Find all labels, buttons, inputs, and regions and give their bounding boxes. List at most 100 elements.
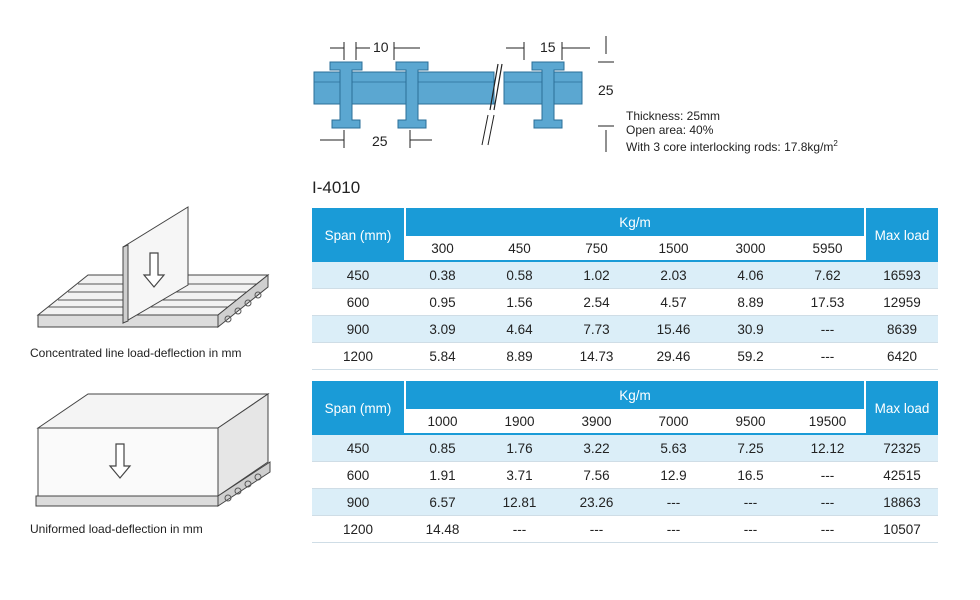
- value-cell: 1.76: [481, 435, 558, 462]
- span-cell: 1200: [312, 343, 404, 370]
- span-cell: 450: [312, 435, 404, 462]
- value-cell: ---: [481, 516, 558, 543]
- max-load-header: Max load: [866, 208, 938, 262]
- value-cell: 7.56: [558, 462, 635, 489]
- value-cell: 1.56: [481, 289, 558, 316]
- max-load-cell: 6420: [866, 343, 938, 370]
- value-cell: 12.81: [481, 489, 558, 516]
- dim-bottom: 25: [372, 133, 388, 149]
- value-cell: 4.64: [481, 316, 558, 343]
- dim-top-right: 15: [540, 39, 556, 55]
- uniform-load-illustration: [35, 393, 271, 507]
- kgm-column-header: 19500: [789, 409, 866, 435]
- value-cell: 1.91: [404, 462, 481, 489]
- line-load-arrow-icon: [142, 252, 166, 288]
- max-load-cell: 72325: [866, 435, 938, 462]
- value-cell: 6.57: [404, 489, 481, 516]
- i-profile-3: [531, 61, 565, 129]
- value-cell: ---: [789, 516, 866, 543]
- i-profile-1: [329, 61, 363, 129]
- rods-superscript: 2: [833, 139, 838, 148]
- open-area-label: Open area: 40%: [626, 123, 714, 137]
- value-cell: ---: [558, 516, 635, 543]
- value-cell: 3.71: [481, 462, 558, 489]
- span-cell: 900: [312, 489, 404, 516]
- kgm-column-header: 1900: [481, 409, 558, 435]
- value-cell: 0.85: [404, 435, 481, 462]
- value-cell: ---: [789, 316, 866, 343]
- value-cell: ---: [789, 489, 866, 516]
- max-load-cell: 8639: [866, 316, 938, 343]
- value-cell: 1.02: [558, 262, 635, 289]
- dim-top-right-lines: [506, 42, 590, 60]
- value-cell: 29.46: [635, 343, 712, 370]
- span-header: Span (mm): [312, 208, 404, 262]
- value-cell: 59.2: [712, 343, 789, 370]
- value-cell: 12.12: [789, 435, 866, 462]
- value-cell: 7.25: [712, 435, 789, 462]
- dim-top-left-lines: [330, 42, 420, 60]
- kgm-column-header: 9500: [712, 409, 789, 435]
- value-cell: 7.73: [558, 316, 635, 343]
- value-cell: 14.73: [558, 343, 635, 370]
- dim-height: 25: [598, 82, 614, 98]
- kgm-group-header: Kg/m: [404, 381, 866, 409]
- uniform-load-table: Span (mm) Kg/m Max load 1000 1900 3900 7…: [312, 381, 938, 543]
- value-cell: 4.06: [712, 262, 789, 289]
- value-cell: 0.38: [404, 262, 481, 289]
- kgm-group-header: Kg/m: [404, 208, 866, 236]
- value-cell: ---: [635, 516, 712, 543]
- value-cell: 5.84: [404, 343, 481, 370]
- value-cell: 3.09: [404, 316, 481, 343]
- dim-height-lines: [598, 36, 614, 152]
- kgm-column-header: 3900: [558, 409, 635, 435]
- table-row: 450 0.38 0.58 1.02 2.03 4.06 7.62 16593: [312, 262, 938, 289]
- kgm-column-header: 5950: [789, 236, 866, 262]
- value-cell: 3.22: [558, 435, 635, 462]
- span-cell: 450: [312, 262, 404, 289]
- max-load-cell: 16593: [866, 262, 938, 289]
- span-cell: 1200: [312, 516, 404, 543]
- table-row: 600 0.95 1.56 2.54 4.57 8.89 17.53 12959: [312, 289, 938, 316]
- model-label: I-4010: [312, 178, 361, 197]
- value-cell: 5.63: [635, 435, 712, 462]
- dim-top-left: 10: [373, 39, 389, 55]
- value-cell: 8.89: [481, 343, 558, 370]
- thickness-label: Thickness: 25mm: [626, 109, 721, 123]
- table-row: 900 3.09 4.64 7.73 15.46 30.9 --- 8639: [312, 316, 938, 343]
- span-cell: 600: [312, 462, 404, 489]
- span-cell: 900: [312, 316, 404, 343]
- value-cell: ---: [712, 516, 789, 543]
- kgm-column-header: 300: [404, 236, 481, 262]
- break-mark: [489, 63, 503, 111]
- value-cell: 16.5: [712, 462, 789, 489]
- table-row: 600 1.91 3.71 7.56 12.9 16.5 --- 42515: [312, 462, 938, 489]
- i-profile-2: [395, 61, 429, 129]
- line-load-caption: Concentrated line load-deflection in mm: [30, 346, 242, 360]
- kgm-column-header: 7000: [635, 409, 712, 435]
- value-cell: 0.95: [404, 289, 481, 316]
- kgm-column-header: 1500: [635, 236, 712, 262]
- kgm-column-header: 1000: [404, 409, 481, 435]
- cross-section-diagram: [313, 36, 614, 152]
- uniform-load-arrow-icon: [108, 443, 132, 479]
- value-cell: ---: [789, 462, 866, 489]
- value-cell: 8.89: [712, 289, 789, 316]
- value-cell: 15.46: [635, 316, 712, 343]
- max-load-cell: 10507: [866, 516, 938, 543]
- value-cell: 7.62: [789, 262, 866, 289]
- max-load-cell: 18863: [866, 489, 938, 516]
- value-cell: 0.58: [481, 262, 558, 289]
- max-load-cell: 42515: [866, 462, 938, 489]
- uniform-load-caption: Uniformed load-deflection in mm: [30, 522, 203, 536]
- table-row: 900 6.57 12.81 23.26 --- --- --- 18863: [312, 489, 938, 516]
- kgm-column-header: 3000: [712, 236, 789, 262]
- dim-bottom-lines: [320, 130, 432, 148]
- value-cell: 12.9: [635, 462, 712, 489]
- value-cell: ---: [712, 489, 789, 516]
- value-cell: ---: [635, 489, 712, 516]
- table-row: 1200 14.48 --- --- --- --- --- 10507: [312, 516, 938, 543]
- value-cell: 17.53: [789, 289, 866, 316]
- max-load-cell: 12959: [866, 289, 938, 316]
- span-cell: 600: [312, 289, 404, 316]
